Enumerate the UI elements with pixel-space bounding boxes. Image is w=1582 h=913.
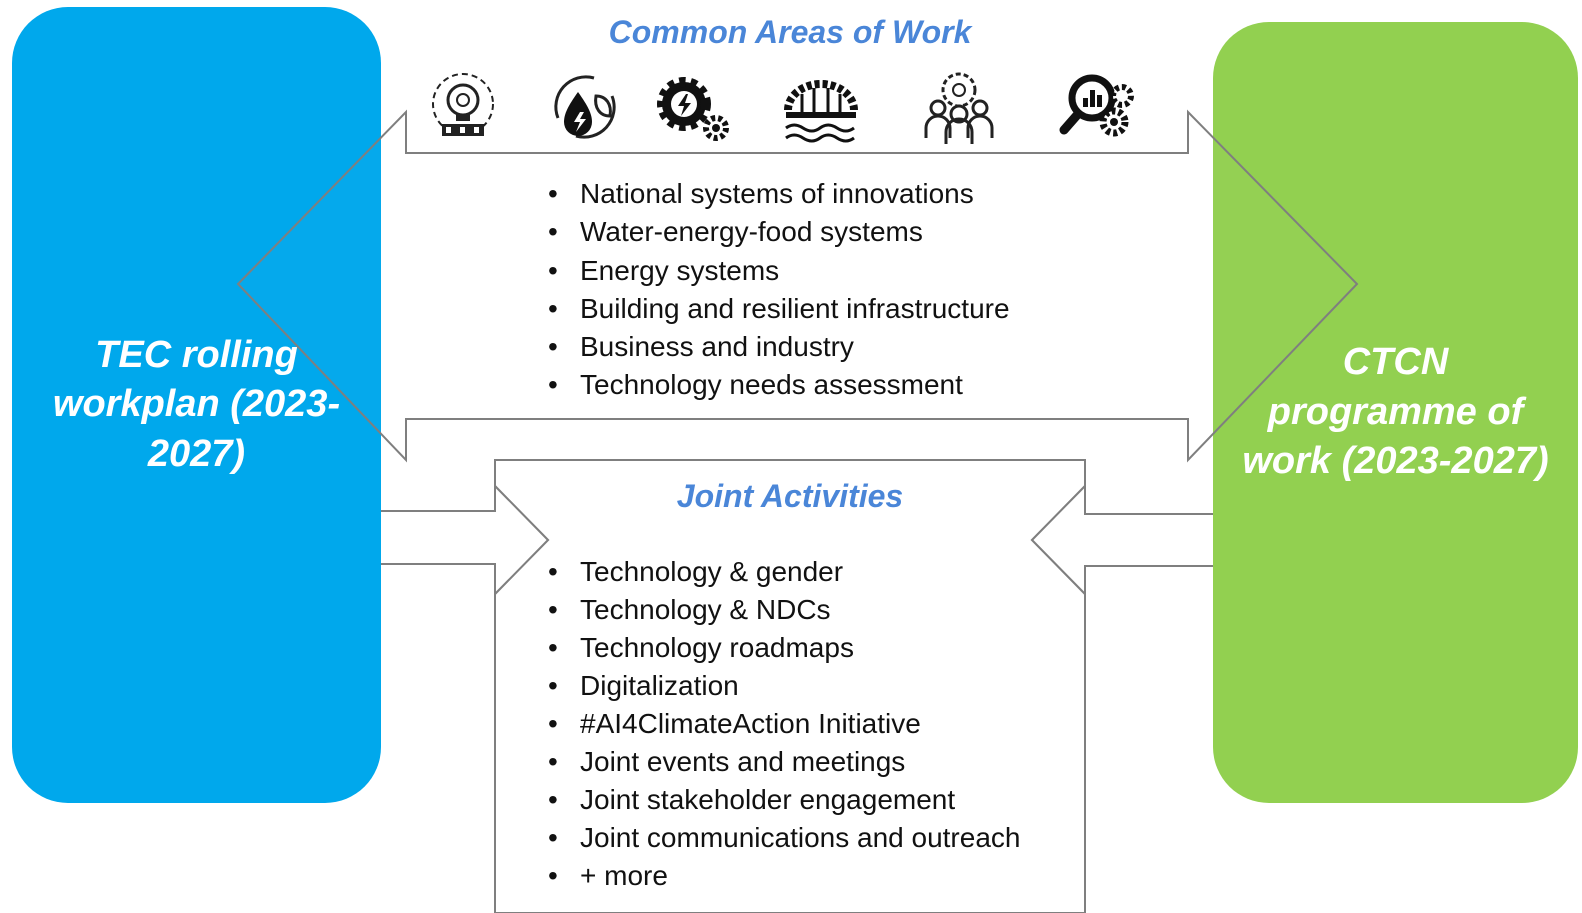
list-item: Business and industry	[538, 328, 1010, 367]
tec-workplan-panel: TEC rolling workplan (2023-2027)	[12, 7, 381, 803]
left-to-center-arrow	[381, 483, 550, 597]
list-item: Joint events and meetings	[538, 743, 1020, 781]
list-item: Energy systems	[538, 252, 1010, 291]
common-areas-list: National systems of innovations Water-en…	[538, 175, 1010, 405]
energy-gears-icon	[652, 70, 734, 152]
list-item: + more	[538, 857, 1020, 895]
common-areas-title: Common Areas of Work	[608, 14, 972, 50]
list-item: Technology roadmaps	[538, 629, 1020, 667]
water-energy-food-cycle-icon	[544, 66, 626, 148]
tec-workplan-label: TEC rolling workplan (2023-2027)	[52, 333, 341, 475]
right-to-center-arrow	[1030, 483, 1213, 597]
list-item: Building and resilient infrastructure	[538, 290, 1010, 329]
list-item: Technology & NDCs	[538, 591, 1020, 629]
business-people-icon	[918, 68, 1000, 150]
joint-activities-title: Joint Activities	[676, 478, 904, 514]
list-item: Digitalization	[538, 667, 1020, 705]
ctcn-programme-panel: CTCN programme of work (2023-2027)	[1213, 22, 1578, 803]
bridge-infrastructure-icon	[780, 70, 862, 152]
joint-activities-list: Technology & gender Technology & NDCs Te…	[538, 553, 1020, 895]
assessment-magnifier-icon	[1058, 66, 1140, 148]
innovation-lightbulb-icon	[422, 68, 504, 150]
list-item: #AI4ClimateAction Initiative	[538, 705, 1020, 743]
list-item: Joint communications and outreach	[538, 819, 1020, 857]
list-item: Water-energy-food systems	[538, 213, 1010, 252]
list-item: Joint stakeholder engagement	[538, 781, 1020, 819]
list-item: National systems of innovations	[538, 175, 1010, 214]
common-areas-double-arrow	[236, 109, 1359, 463]
list-item: Technology & gender	[538, 553, 1020, 591]
ctcn-programme-label: CTCN programme of work (2023-2027)	[1242, 341, 1549, 483]
list-item: Technology needs assessment	[538, 366, 1010, 405]
